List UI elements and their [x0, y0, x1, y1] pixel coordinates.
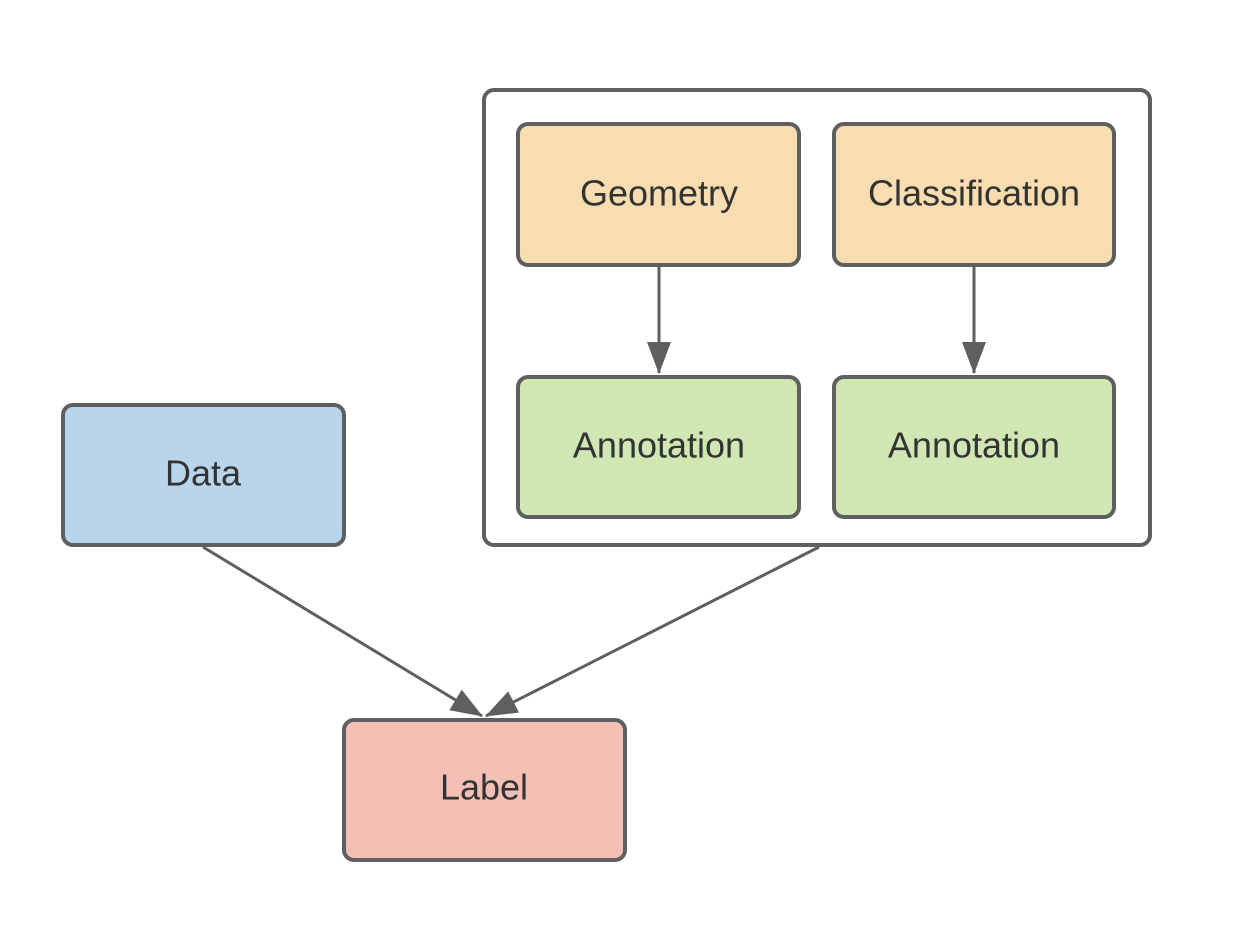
- annotation-right-node-label: Annotation: [888, 425, 1060, 466]
- data-node-box: [61, 403, 346, 547]
- data-node-label: Data: [165, 453, 242, 494]
- geometry-node-box: [516, 122, 801, 267]
- geometry-node-label: Geometry: [580, 173, 738, 214]
- geometry-node[interactable]: Geometry: [516, 122, 801, 267]
- annotation-right-node[interactable]: Annotation: [832, 375, 1116, 519]
- annotation-left-node-label: Annotation: [573, 425, 745, 466]
- classification-node-label: Classification: [868, 173, 1080, 214]
- classification-node-box: [832, 122, 1116, 267]
- edge-data-to-label: [202, 545, 483, 718]
- label-node-label: Label: [440, 767, 528, 808]
- classification-node[interactable]: Classification: [832, 122, 1116, 267]
- label-node[interactable]: Label: [342, 718, 627, 862]
- annotation-right-node-box: [832, 375, 1116, 519]
- label-node-box: [342, 718, 627, 862]
- annotation-left-node[interactable]: Annotation: [516, 375, 801, 519]
- annotation-left-node-box: [516, 375, 801, 519]
- edge-group-to-label: [485, 545, 820, 718]
- data-node[interactable]: Data: [61, 403, 346, 547]
